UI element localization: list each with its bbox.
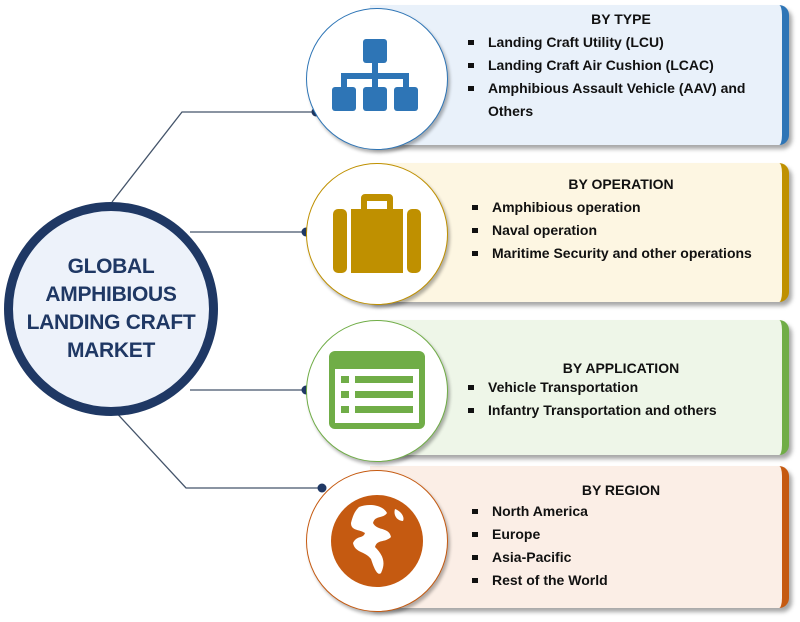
list-item: Asia-Pacific <box>472 546 782 569</box>
application-icon-circle <box>306 320 448 462</box>
list-item: Amphibious Assault Vehicle (AAV) and Oth… <box>468 77 782 123</box>
list-item: Naval operation <box>472 219 782 242</box>
globe-icon <box>331 495 423 587</box>
segment-heading: BY TYPE <box>591 11 651 27</box>
hierarchy-icon <box>332 39 418 111</box>
list-item: Europe <box>472 523 782 546</box>
segment-heading: BY OPERATION <box>568 176 674 192</box>
list-item: Vehicle Transportation <box>468 376 782 399</box>
list-item: Landing Craft Utility (LCU) <box>468 31 782 54</box>
market-title: GLOBAL AMPHIBIOUS LANDING CRAFT MARKET <box>26 255 196 362</box>
list-item: North America <box>472 500 782 523</box>
type-icon-circle <box>306 8 448 150</box>
briefcase-icon <box>333 194 421 273</box>
list-item: Infantry Transportation and others <box>468 399 782 422</box>
market-title-circle: GLOBAL AMPHIBIOUS LANDING CRAFT MARKET <box>4 202 218 416</box>
list-item: Landing Craft Air Cushion (LCAC) <box>468 54 782 77</box>
list-item: Rest of the World <box>472 569 782 592</box>
operation-icon-circle <box>306 163 448 305</box>
segment-heading: BY REGION <box>581 482 661 498</box>
region-icon-circle <box>306 470 448 612</box>
list-item: Amphibious operation <box>472 196 782 219</box>
list-item: Maritime Security and other operations <box>472 242 782 265</box>
segment-heading: BY APPLICATION <box>562 360 680 376</box>
list-icon <box>329 351 425 429</box>
